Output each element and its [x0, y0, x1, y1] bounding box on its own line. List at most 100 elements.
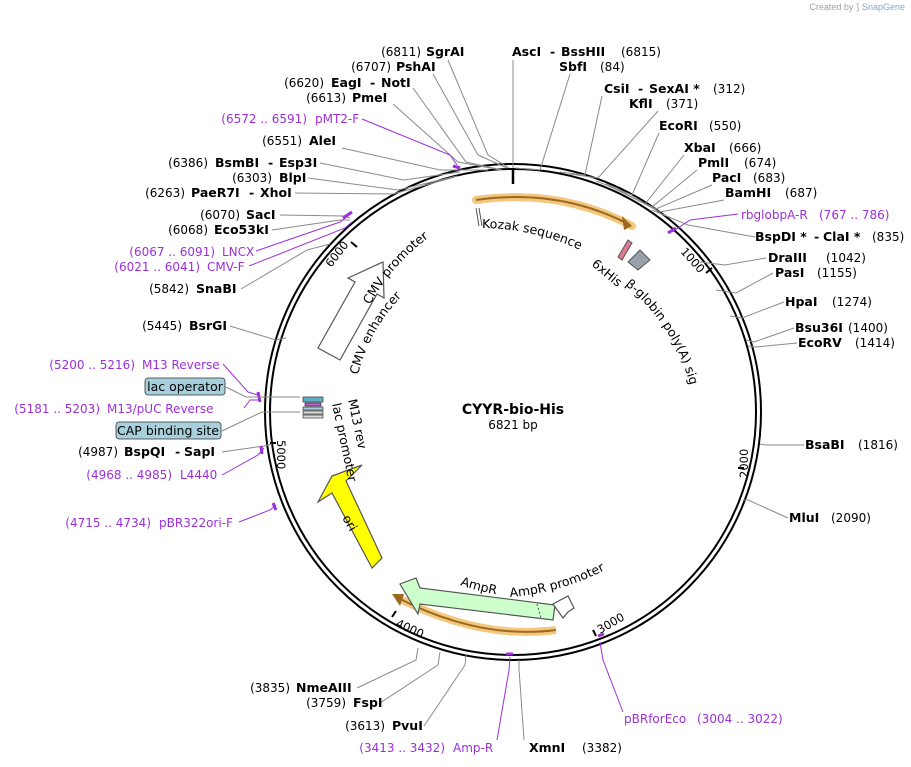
- svg-text:KflI: KflI: [629, 96, 653, 111]
- primer-pbrforeco[interactable]: pBRforEco (3004 .. 3022): [624, 712, 783, 726]
- svg-text:HpaI: HpaI: [785, 294, 818, 309]
- credit-label: Created by: [809, 2, 854, 12]
- enzyme-leader-lines: [221, 59, 804, 741]
- primer-lncx[interactable]: (6067 .. 6091) LNCX: [129, 245, 254, 259]
- enzyme-draiii[interactable]: DraIII (1042): [768, 250, 866, 265]
- enzyme-bamhi[interactable]: BamHI (687): [725, 185, 817, 200]
- feature-kozak[interactable]: [475, 207, 483, 227]
- svg-text:(6551): (6551): [262, 134, 302, 148]
- svg-text:(6021 .. 6041): (6021 .. 6041): [114, 260, 200, 274]
- svg-text:M13 Reverse: M13 Reverse: [142, 358, 220, 372]
- primer-l4440[interactable]: (4968 .. 4985) L4440: [86, 468, 217, 482]
- svg-text:pBR322ori-F: pBR322ori-F: [159, 516, 233, 530]
- svg-text:EagI: EagI: [331, 75, 362, 90]
- svg-text:(835): (835): [872, 230, 904, 244]
- enzyme-sgrai[interactable]: (6811) SgrAI: [381, 44, 464, 59]
- svg-text:(5200 .. 5216): (5200 .. 5216): [49, 358, 135, 372]
- enzyme-bspdi-clai[interactable]: BspDI * - ClaI * (835): [755, 229, 904, 244]
- tick-label-3000: 3000: [595, 610, 627, 637]
- svg-text:(6303): (6303): [232, 171, 272, 185]
- svg-text:(6070): (6070): [200, 208, 240, 222]
- svg-text:-: -: [638, 81, 643, 96]
- svg-text:BsaBI: BsaBI: [805, 437, 845, 452]
- enzyme-eagi-noti[interactable]: (6620) EagI - NotI: [284, 75, 411, 90]
- svg-text:(6068): (6068): [168, 223, 208, 237]
- enzyme-pmli[interactable]: PmlI (674): [698, 155, 776, 170]
- enzyme-xbai[interactable]: XbaI (666): [684, 140, 761, 155]
- tick-label-1000: 1000: [678, 245, 708, 276]
- feature-ampr-promoter[interactable]: [552, 595, 575, 619]
- svg-text:SapI: SapI: [184, 444, 215, 459]
- enzyme-hpai[interactable]: HpaI (1274): [785, 294, 872, 309]
- svg-text:SnaBI: SnaBI: [196, 281, 237, 296]
- cap-binding-site-box[interactable]: CAP binding site: [115, 421, 222, 440]
- feature-ampr-cds[interactable]: [392, 577, 557, 636]
- enzyme-paci[interactable]: PacI (683): [712, 170, 785, 185]
- svg-text:MluI: MluI: [789, 510, 819, 525]
- enzyme-saci[interactable]: (6070) SacI: [200, 207, 275, 222]
- label-ampr-promoter: AmpR promoter: [509, 559, 607, 600]
- enzyme-nmeaiii[interactable]: (3835) NmeAIII: [250, 680, 352, 695]
- enzyme-bsrgi[interactable]: (5445) BsrGI: [142, 318, 227, 333]
- enzyme-xmni[interactable]: XmnI (3382): [529, 740, 622, 755]
- tick-label-5000: 5000: [274, 440, 288, 469]
- feature-m13-lac[interactable]: [302, 396, 324, 419]
- svg-text:Bsu36I: Bsu36I: [795, 320, 843, 335]
- primer-m13-reverse[interactable]: (5200 .. 5216) M13 Reverse: [49, 358, 219, 372]
- enzyme-fspi[interactable]: (3759) FspI: [306, 695, 382, 710]
- snapgene-credit: Created by ⟆ SnapGene: [809, 2, 905, 13]
- enzyme-csii-sexai[interactable]: CsiI - SexAI * (312): [604, 81, 745, 96]
- enzyme-snabi[interactable]: (5842) SnaBI: [149, 281, 236, 296]
- enzyme-pshai[interactable]: (6707) PshAI: [351, 59, 436, 74]
- feature-ori[interactable]: [316, 464, 383, 569]
- primer-cmv-f[interactable]: (6021 .. 6041) CMV-F: [114, 260, 244, 274]
- svg-text:(1155): (1155): [817, 266, 857, 280]
- enzyme-pvui[interactable]: (3613) PvuI: [345, 718, 423, 733]
- enzyme-alei[interactable]: (6551) AleI: [262, 133, 336, 148]
- enzyme-sbfi[interactable]: SbfI (84): [559, 59, 625, 74]
- svg-text:AscI: AscI: [512, 44, 541, 59]
- enzyme-pmei[interactable]: (6613) PmeI: [306, 90, 387, 105]
- enzyme-ecorv[interactable]: EcoRV (1414): [798, 335, 895, 350]
- svg-text:PasI: PasI: [775, 265, 804, 280]
- lac-operator-box[interactable]: lac operator: [144, 377, 226, 396]
- svg-text:BlpI: BlpI: [279, 170, 306, 185]
- svg-text:XmnI: XmnI: [529, 740, 565, 755]
- svg-text:-: -: [550, 44, 555, 59]
- enzyme-mlui[interactable]: MluI (2090): [789, 510, 871, 525]
- svg-text:(674): (674): [744, 156, 776, 170]
- svg-text:(6620): (6620): [284, 76, 324, 90]
- svg-text:NmeAIII: NmeAIII: [296, 680, 352, 695]
- svg-text:SgrAI: SgrAI: [426, 44, 464, 59]
- enzyme-paer7i-xhoi[interactable]: (6263) PaeR7I - XhoI: [145, 185, 292, 200]
- svg-text:(3382): (3382): [582, 741, 622, 755]
- primer-rbglobpa-r[interactable]: rbglobpA-R (767 .. 786): [741, 208, 889, 222]
- primer-amp-r[interactable]: (3413 .. 3432) Amp-R: [359, 741, 493, 755]
- svg-text:(6707): (6707): [351, 60, 391, 74]
- enzyme-asci-bsshii[interactable]: AscI - BssHII (6815): [512, 44, 661, 59]
- enzyme-bspqi-sapi[interactable]: (4987) BspQI - SapI: [78, 444, 215, 459]
- plasmid-name: CYYR-bio-His: [462, 402, 564, 418]
- svg-text:PaeR7I: PaeR7I: [191, 185, 240, 200]
- enzyme-bsabi[interactable]: BsaBI (1816): [805, 437, 898, 452]
- enzyme-ecori[interactable]: EcoRI (550): [659, 118, 741, 133]
- primer-pbr322ori-f[interactable]: (4715 .. 4734) pBR322ori-F: [65, 516, 233, 530]
- svg-text:ClaI *: ClaI *: [823, 229, 861, 244]
- feature-6xhis[interactable]: [617, 239, 633, 261]
- feature-orf[interactable]: [472, 193, 636, 230]
- enzyme-bsu36i[interactable]: Bsu36I (1400): [795, 320, 888, 335]
- svg-text:(4968 .. 4985): (4968 .. 4985): [86, 468, 172, 482]
- feature-cmv-promoter[interactable]: [317, 261, 385, 361]
- primer-m13-puc-reverse[interactable]: (5181 .. 5203) M13/pUC Reverse: [14, 402, 213, 416]
- feature-bglobin-polya[interactable]: [627, 249, 651, 271]
- enzyme-kfli[interactable]: KflI (371): [629, 96, 698, 111]
- svg-text:CsiI: CsiI: [604, 81, 630, 96]
- enzyme-bsmbi-esp3i[interactable]: (6386) BsmBI - Esp3I: [168, 155, 317, 170]
- enzyme-blpi[interactable]: (6303) BlpI: [232, 170, 306, 185]
- svg-text:-: -: [249, 185, 254, 200]
- enzyme-pasi[interactable]: PasI (1155): [775, 265, 857, 280]
- primer-pmt2f[interactable]: (6572 .. 6591) pMT2-F: [221, 112, 359, 126]
- svg-text:(6572 .. 6591): (6572 .. 6591): [221, 112, 307, 126]
- enzyme-eco53ki[interactable]: (6068) Eco53kI: [168, 222, 269, 237]
- svg-text:(2090): (2090): [831, 511, 871, 525]
